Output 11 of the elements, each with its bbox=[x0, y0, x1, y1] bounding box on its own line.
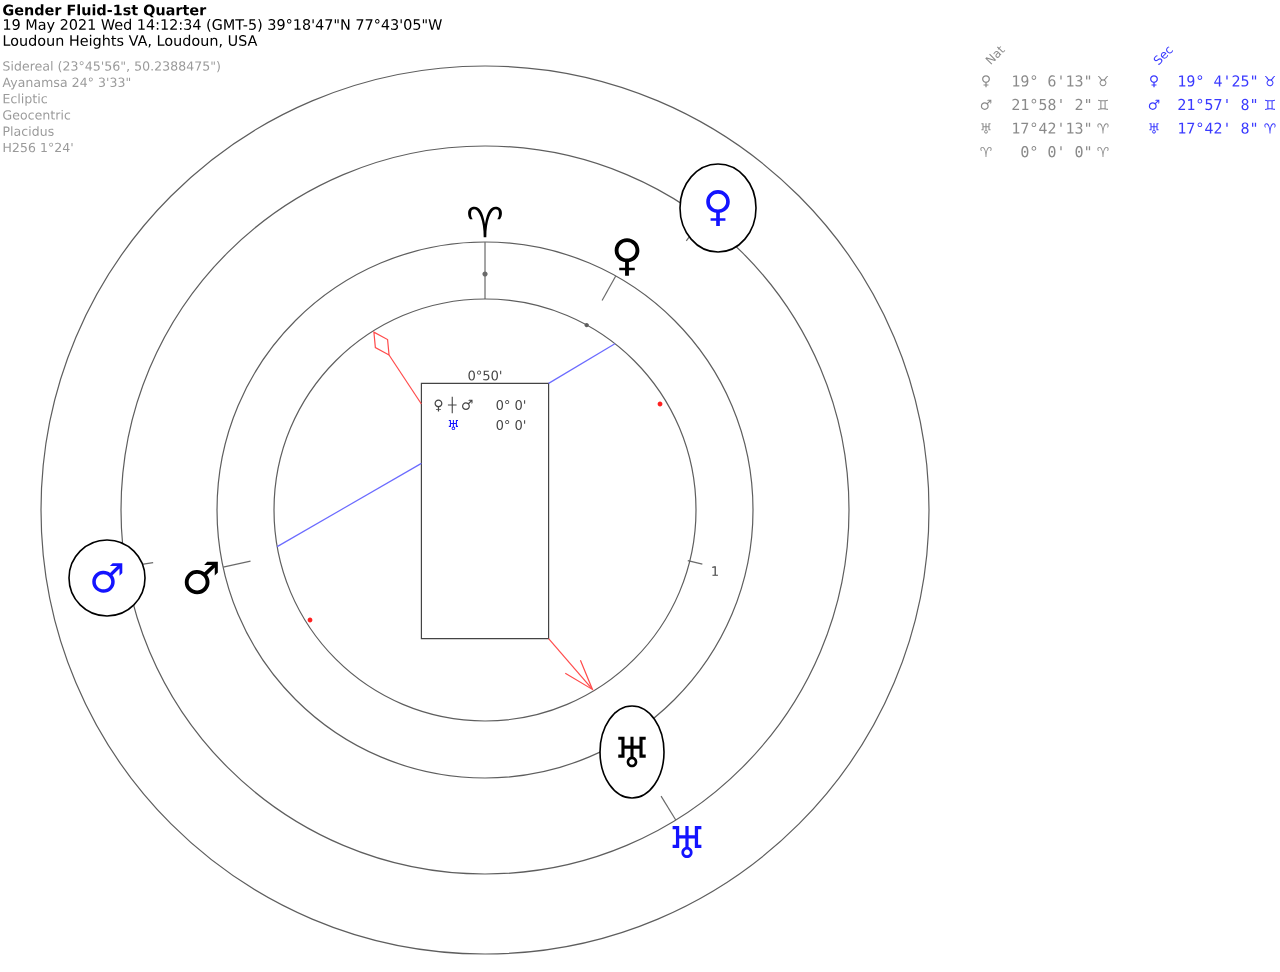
planet-glyph: ♅ bbox=[672, 825, 702, 859]
connector-line bbox=[548, 343, 616, 384]
zodiac-glyph: ♈ bbox=[468, 206, 502, 238]
ring bbox=[273, 298, 697, 722]
planet-glyph: ♀ bbox=[614, 238, 640, 276]
arrow bbox=[373, 331, 422, 405]
connector-line bbox=[276, 462, 422, 548]
circled-glyph: ♀ bbox=[679, 163, 757, 253]
arrow bbox=[548, 638, 594, 691]
circled-glyph: ♂ bbox=[68, 539, 146, 617]
circled-glyph: ♅ bbox=[599, 705, 665, 799]
